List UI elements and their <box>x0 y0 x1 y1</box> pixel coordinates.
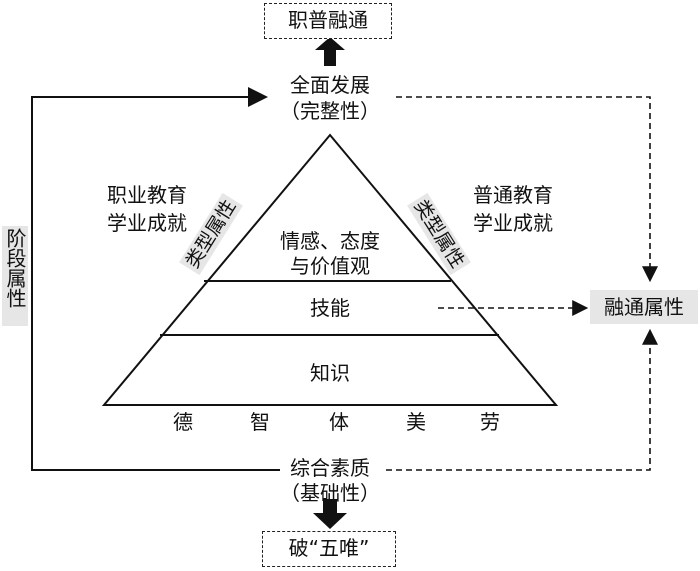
left-side-line2: 学业成就 <box>107 211 187 235</box>
top-box <box>264 3 392 39</box>
stage-attribute-box <box>2 226 28 326</box>
top-box-label: 职普融通 <box>288 8 368 32</box>
level-top-line2: 与价值观 <box>290 254 370 278</box>
bottom-box <box>262 531 396 567</box>
bottom-node-line1: 综合素质 <box>290 456 370 480</box>
level-bottom: 知识 <box>310 361 350 385</box>
bottom-to-integration-dashed <box>386 328 658 471</box>
virtue-1: 德 <box>173 410 193 434</box>
bottom-node-line2: （基础性） <box>280 481 380 505</box>
pyramid-outline <box>101 133 559 406</box>
arrow-up-to-top-box <box>315 37 345 66</box>
stage-attribute-label: 阶段属性 <box>3 228 27 308</box>
right-side-line2: 学业成就 <box>473 211 553 235</box>
virtue-2: 智 <box>250 410 270 434</box>
top-node-line1: 全面发展 <box>290 73 370 97</box>
top-node-line2: （完整性） <box>280 99 380 123</box>
virtue-3: 体 <box>329 410 349 434</box>
arrow-down-to-bottom-box <box>313 499 347 529</box>
level-middle: 技能 <box>310 296 350 320</box>
left-side-line1: 职业教育 <box>107 183 187 207</box>
level-top-line1: 情感、态度 <box>280 229 380 253</box>
integration-attribute-box <box>590 290 698 324</box>
stage-attribute-line <box>31 87 280 471</box>
top-to-integration-dashed <box>396 96 658 283</box>
virtue-4: 美 <box>406 410 426 434</box>
bottom-box-label: 破“五唯” <box>288 536 370 560</box>
right-side-line1: 普通教育 <box>473 183 553 207</box>
virtue-5: 劳 <box>480 410 500 434</box>
integration-attribute-label: 融通属性 <box>604 295 684 319</box>
